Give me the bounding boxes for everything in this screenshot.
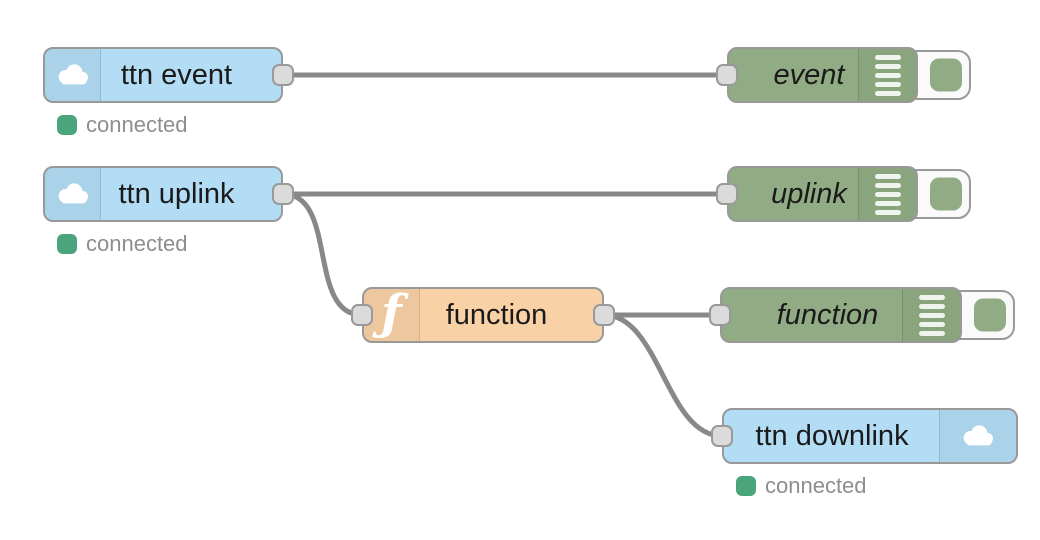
status-ttn-downlink: connected — [736, 473, 867, 499]
cloud-icon-glyph — [58, 183, 88, 204]
port-input-debug-uplink[interactable] — [716, 183, 738, 205]
port-input-ttn-downlink[interactable] — [711, 425, 733, 447]
status-label: connected — [86, 231, 188, 256]
wire-function-to-ttn-downlink[interactable] — [601, 312, 725, 439]
node-label: uplink — [771, 177, 847, 210]
status-dot — [57, 234, 77, 254]
port-output-ttn-event[interactable] — [272, 64, 294, 86]
node-label: ttn event — [120, 58, 233, 91]
debug-icon — [858, 168, 916, 220]
node-ttn-downlink[interactable]: ttn downlink — [722, 408, 1018, 464]
cloud-icon — [45, 168, 101, 220]
port-input-debug-function[interactable] — [709, 304, 731, 326]
debug-icon-glyph — [918, 294, 945, 336]
port-output-ttn-uplink[interactable] — [272, 183, 294, 205]
cloud-icon-glyph — [963, 425, 993, 446]
node-debug-function[interactable]: function — [720, 287, 962, 343]
cloud-icon — [939, 410, 1016, 462]
port-input-function[interactable] — [351, 304, 373, 326]
debug-icon — [858, 49, 916, 101]
node-ttn-uplink[interactable]: ttn uplink — [43, 166, 283, 222]
status-label: connected — [765, 473, 867, 498]
node-function[interactable]: ƒ function — [362, 287, 604, 343]
node-label: ttn uplink — [118, 177, 235, 210]
node-label: event — [773, 58, 845, 91]
wire-ttn-uplink-to-function[interactable] — [280, 191, 365, 318]
function-icon-glyph: ƒ — [381, 285, 402, 341]
status-dot — [736, 476, 756, 496]
node-label: ttn downlink — [755, 419, 909, 452]
cloud-icon — [45, 49, 101, 101]
node-debug-event[interactable]: event — [727, 47, 918, 103]
node-ttn-event[interactable]: ttn event — [43, 47, 283, 103]
cloud-icon-glyph — [58, 64, 88, 85]
status-dot — [57, 115, 77, 135]
port-input-debug-event[interactable] — [716, 64, 738, 86]
debug-toggle-indicator — [930, 177, 962, 211]
debug-icon — [902, 289, 960, 341]
node-debug-uplink[interactable]: uplink — [727, 166, 918, 222]
status-ttn-uplink: connected — [57, 231, 188, 257]
debug-toggle-indicator — [930, 58, 962, 92]
function-icon: ƒ — [364, 289, 420, 341]
status-label: connected — [86, 112, 188, 137]
debug-icon-glyph — [874, 54, 901, 96]
port-output-function[interactable] — [593, 304, 615, 326]
node-label: function — [445, 298, 548, 331]
node-label: function — [776, 298, 879, 331]
status-ttn-event: connected — [57, 112, 188, 138]
debug-toggle-indicator — [974, 298, 1006, 332]
debug-icon-glyph — [874, 173, 901, 215]
